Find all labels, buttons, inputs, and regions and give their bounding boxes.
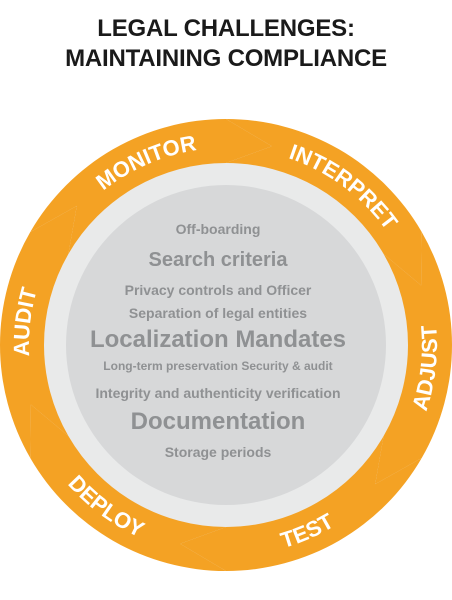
inner-background-circle — [66, 185, 386, 505]
center-topic: Integrity and authenticity verification — [95, 385, 340, 401]
cycle-segment-adjust — [375, 232, 452, 485]
center-topic: Storage periods — [165, 444, 272, 460]
title-line-1: LEGAL CHALLENGES: — [97, 15, 355, 42]
title-line-2: MAINTAINING COMPLIANCE — [65, 45, 387, 72]
cycle-segment-interpret — [226, 119, 422, 286]
center-topic: Documentation — [131, 408, 306, 435]
center-topic: Long-term preservation Security & audit — [103, 359, 332, 373]
center-topic: Off-boarding — [176, 221, 261, 237]
center-topic: Privacy controls and Officer — [125, 282, 312, 298]
cycle-segment-deploy — [30, 404, 227, 571]
page-title: LEGAL CHALLENGES: MAINTAINING COMPLIANCE — [0, 14, 452, 74]
cycle-segment-audit — [0, 205, 77, 458]
cycle-segment-monitor — [30, 119, 272, 254]
center-topic: Search criteria — [149, 249, 289, 271]
cycle-segment-test — [180, 436, 422, 571]
center-topic: Separation of legal entities — [129, 305, 307, 321]
ring-segments — [0, 119, 452, 571]
center-topic: Localization Mandates — [90, 326, 346, 353]
